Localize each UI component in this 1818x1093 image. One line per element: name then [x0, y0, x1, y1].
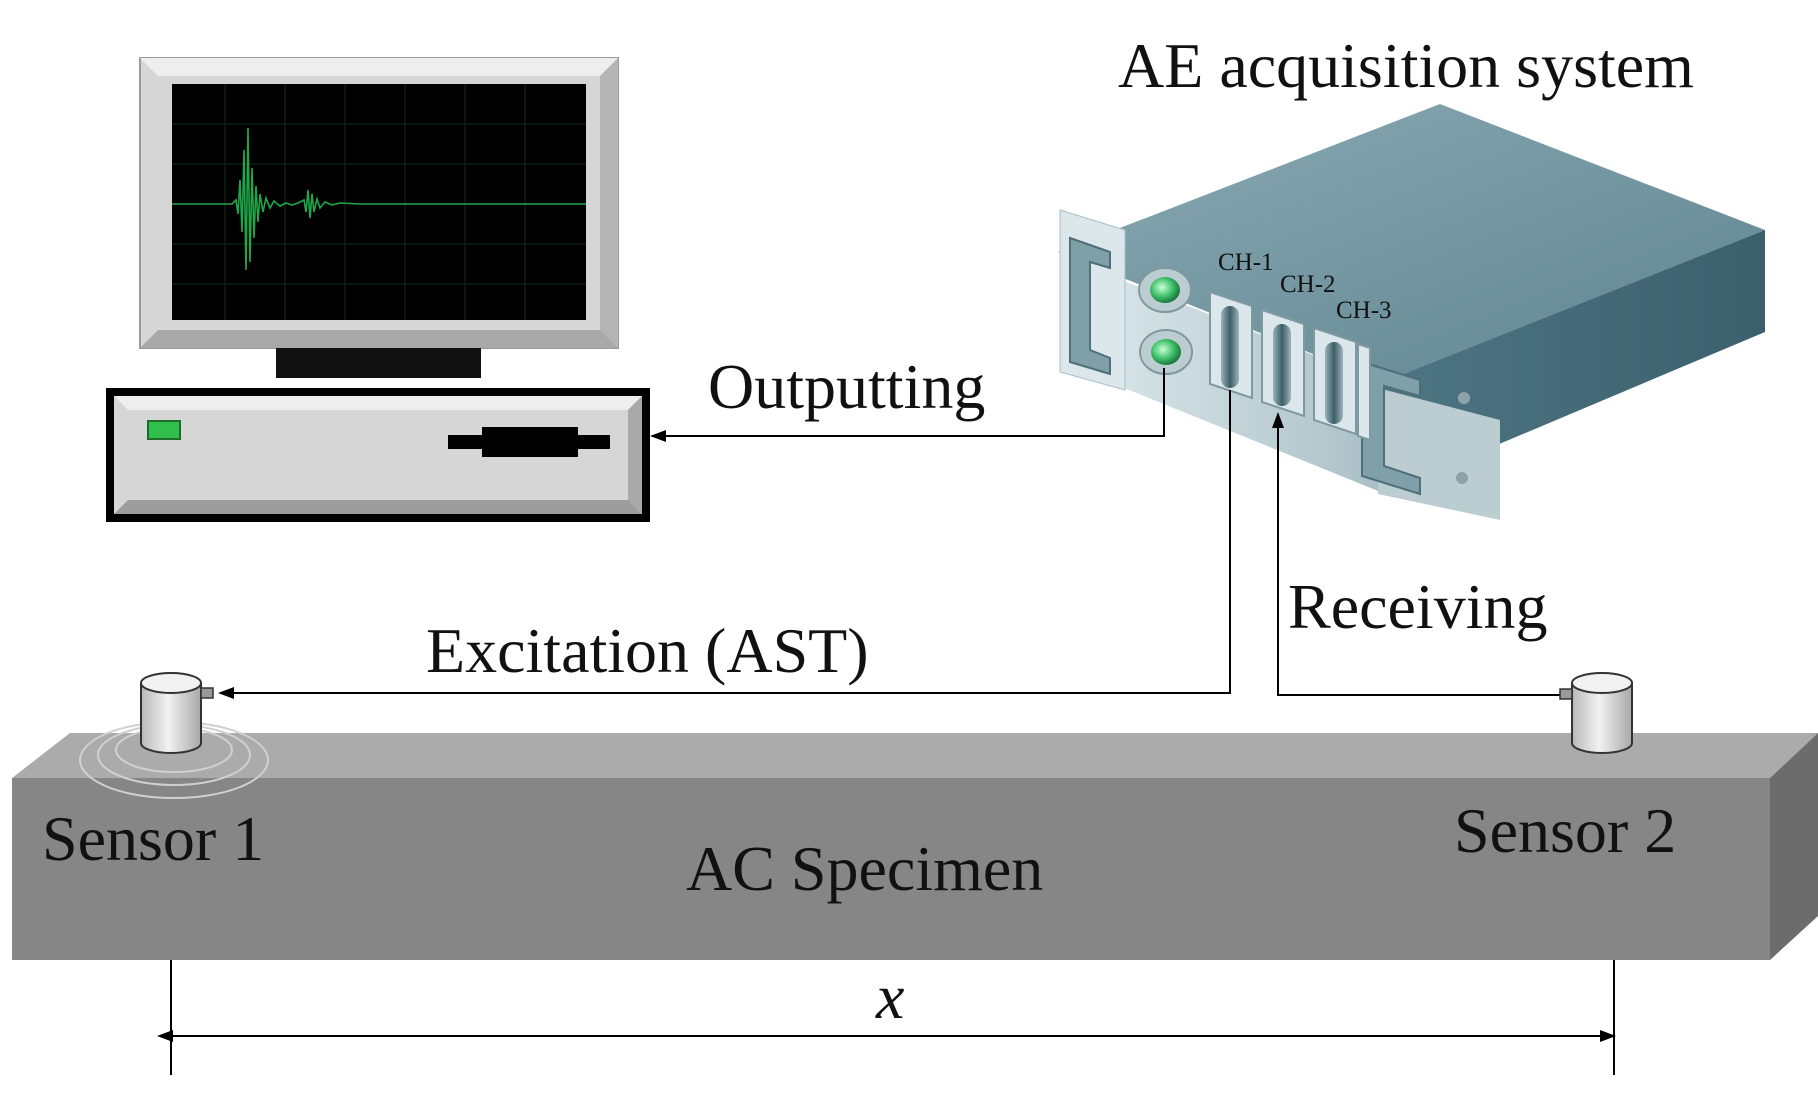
acquisition-system-title: AE acquisition system	[1118, 30, 1694, 101]
excitation-line	[218, 390, 1231, 699]
channel-label-2: CH-2	[1280, 271, 1336, 298]
distance-dimension	[157, 960, 1616, 1075]
distance-symbol: x	[875, 961, 904, 1032]
channel-slot-3	[1313, 326, 1357, 436]
desktop-case	[106, 388, 650, 522]
excitation-label: Excitation (AST)	[426, 615, 869, 686]
sensor-2-label: Sensor 2	[1454, 795, 1676, 866]
receiving-label: Receiving	[1288, 571, 1547, 642]
monitor-screen	[172, 84, 586, 320]
receiving-line	[1272, 412, 1562, 696]
status-led-top	[1138, 267, 1192, 313]
power-led	[147, 420, 181, 440]
monitor-stand	[276, 348, 481, 378]
channel-label-1: CH-1	[1218, 249, 1274, 276]
channel-slot-2	[1261, 308, 1305, 418]
outputting-label: Outputting	[708, 351, 985, 422]
acquisition-box	[1058, 104, 1765, 520]
left-handle	[1069, 236, 1111, 376]
sensor-1	[140, 672, 214, 754]
sensor-2	[1559, 672, 1633, 754]
right-handle	[1361, 360, 1421, 496]
outputting-line	[650, 368, 1165, 442]
channel-label-3: CH-3	[1336, 297, 1392, 324]
channel-slot-1	[1209, 290, 1253, 400]
waveform-signal	[172, 127, 586, 271]
sensor-1-label: Sensor 1	[42, 803, 264, 874]
status-led-bottom	[1139, 329, 1193, 375]
monitor	[139, 57, 619, 349]
specimen-label: AC Specimen	[686, 833, 1043, 904]
computer	[106, 57, 650, 522]
channel-slot-4	[1357, 342, 1371, 442]
ac-specimen-beam	[12, 733, 1818, 960]
